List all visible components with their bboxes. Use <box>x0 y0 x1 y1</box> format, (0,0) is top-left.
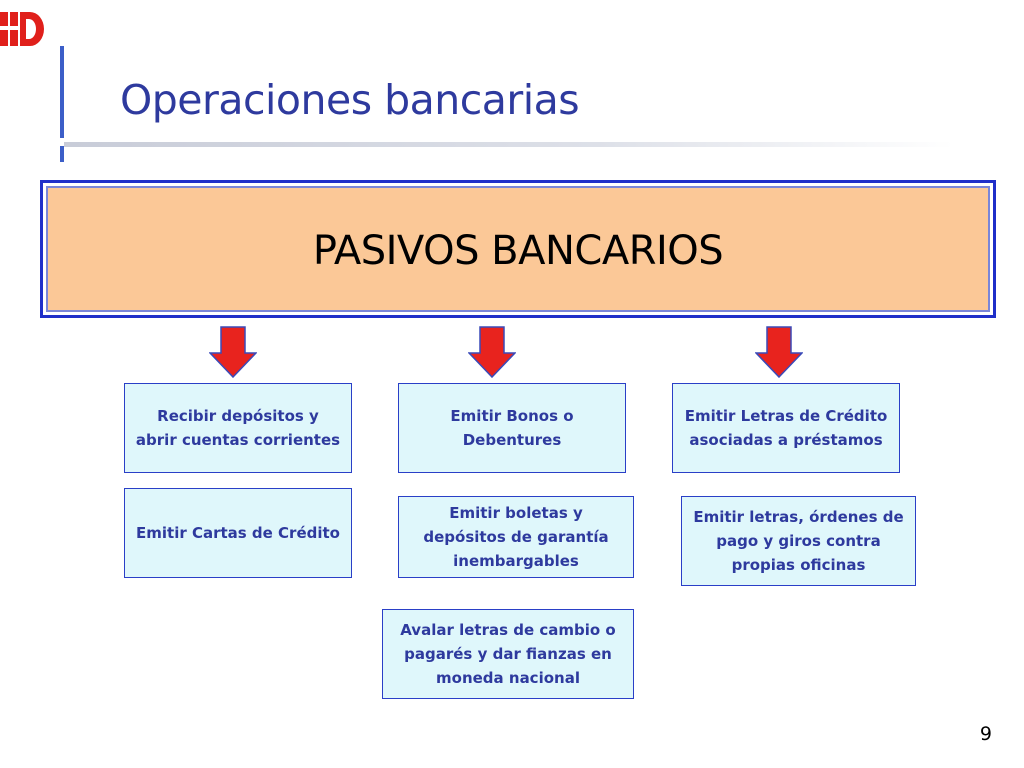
operation-box: Emitir Bonos o Debentures <box>398 383 626 473</box>
institution-logo-icon <box>0 12 44 46</box>
operation-label: Avalar letras de cambio o pagarés y dar … <box>400 621 616 687</box>
pasivos-bancarios-box: PASIVOS BANCARIOS <box>40 180 996 318</box>
operation-label: Emitir Letras de Crédito asociadas a pré… <box>684 407 888 449</box>
operation-label: Recibir depósitos y abrir cuentas corrie… <box>135 407 341 449</box>
operation-box: Avalar letras de cambio o pagarés y dar … <box>382 609 634 699</box>
page-number: 9 <box>979 723 992 745</box>
down-arrow-icon <box>209 326 257 378</box>
down-arrow-icon <box>755 326 803 378</box>
title-accent-bar <box>60 46 64 138</box>
operation-label: Emitir boletas y depósitos de garantía i… <box>423 504 609 570</box>
operation-label: Emitir Bonos o Debentures <box>450 407 574 449</box>
title-accent-bar-small <box>60 146 64 162</box>
operation-box: Recibir depósitos y abrir cuentas corrie… <box>124 383 352 473</box>
title-rule <box>64 142 954 147</box>
slide-title: Operaciones bancarias <box>120 76 580 124</box>
down-arrow-icon <box>468 326 516 378</box>
operation-label: Emitir letras, órdenes de pago y giros c… <box>693 508 904 574</box>
operation-label: Emitir Cartas de Crédito <box>136 524 340 542</box>
pasivos-bancarios-label: PASIVOS BANCARIOS <box>312 228 724 274</box>
operation-box: Emitir Cartas de Crédito <box>124 488 352 578</box>
operation-box: Emitir Letras de Crédito asociadas a pré… <box>672 383 900 473</box>
pasivos-bancarios-inner: PASIVOS BANCARIOS <box>46 186 990 312</box>
operation-box: Emitir boletas y depósitos de garantía i… <box>398 496 634 578</box>
operation-box: Emitir letras, órdenes de pago y giros c… <box>681 496 916 586</box>
